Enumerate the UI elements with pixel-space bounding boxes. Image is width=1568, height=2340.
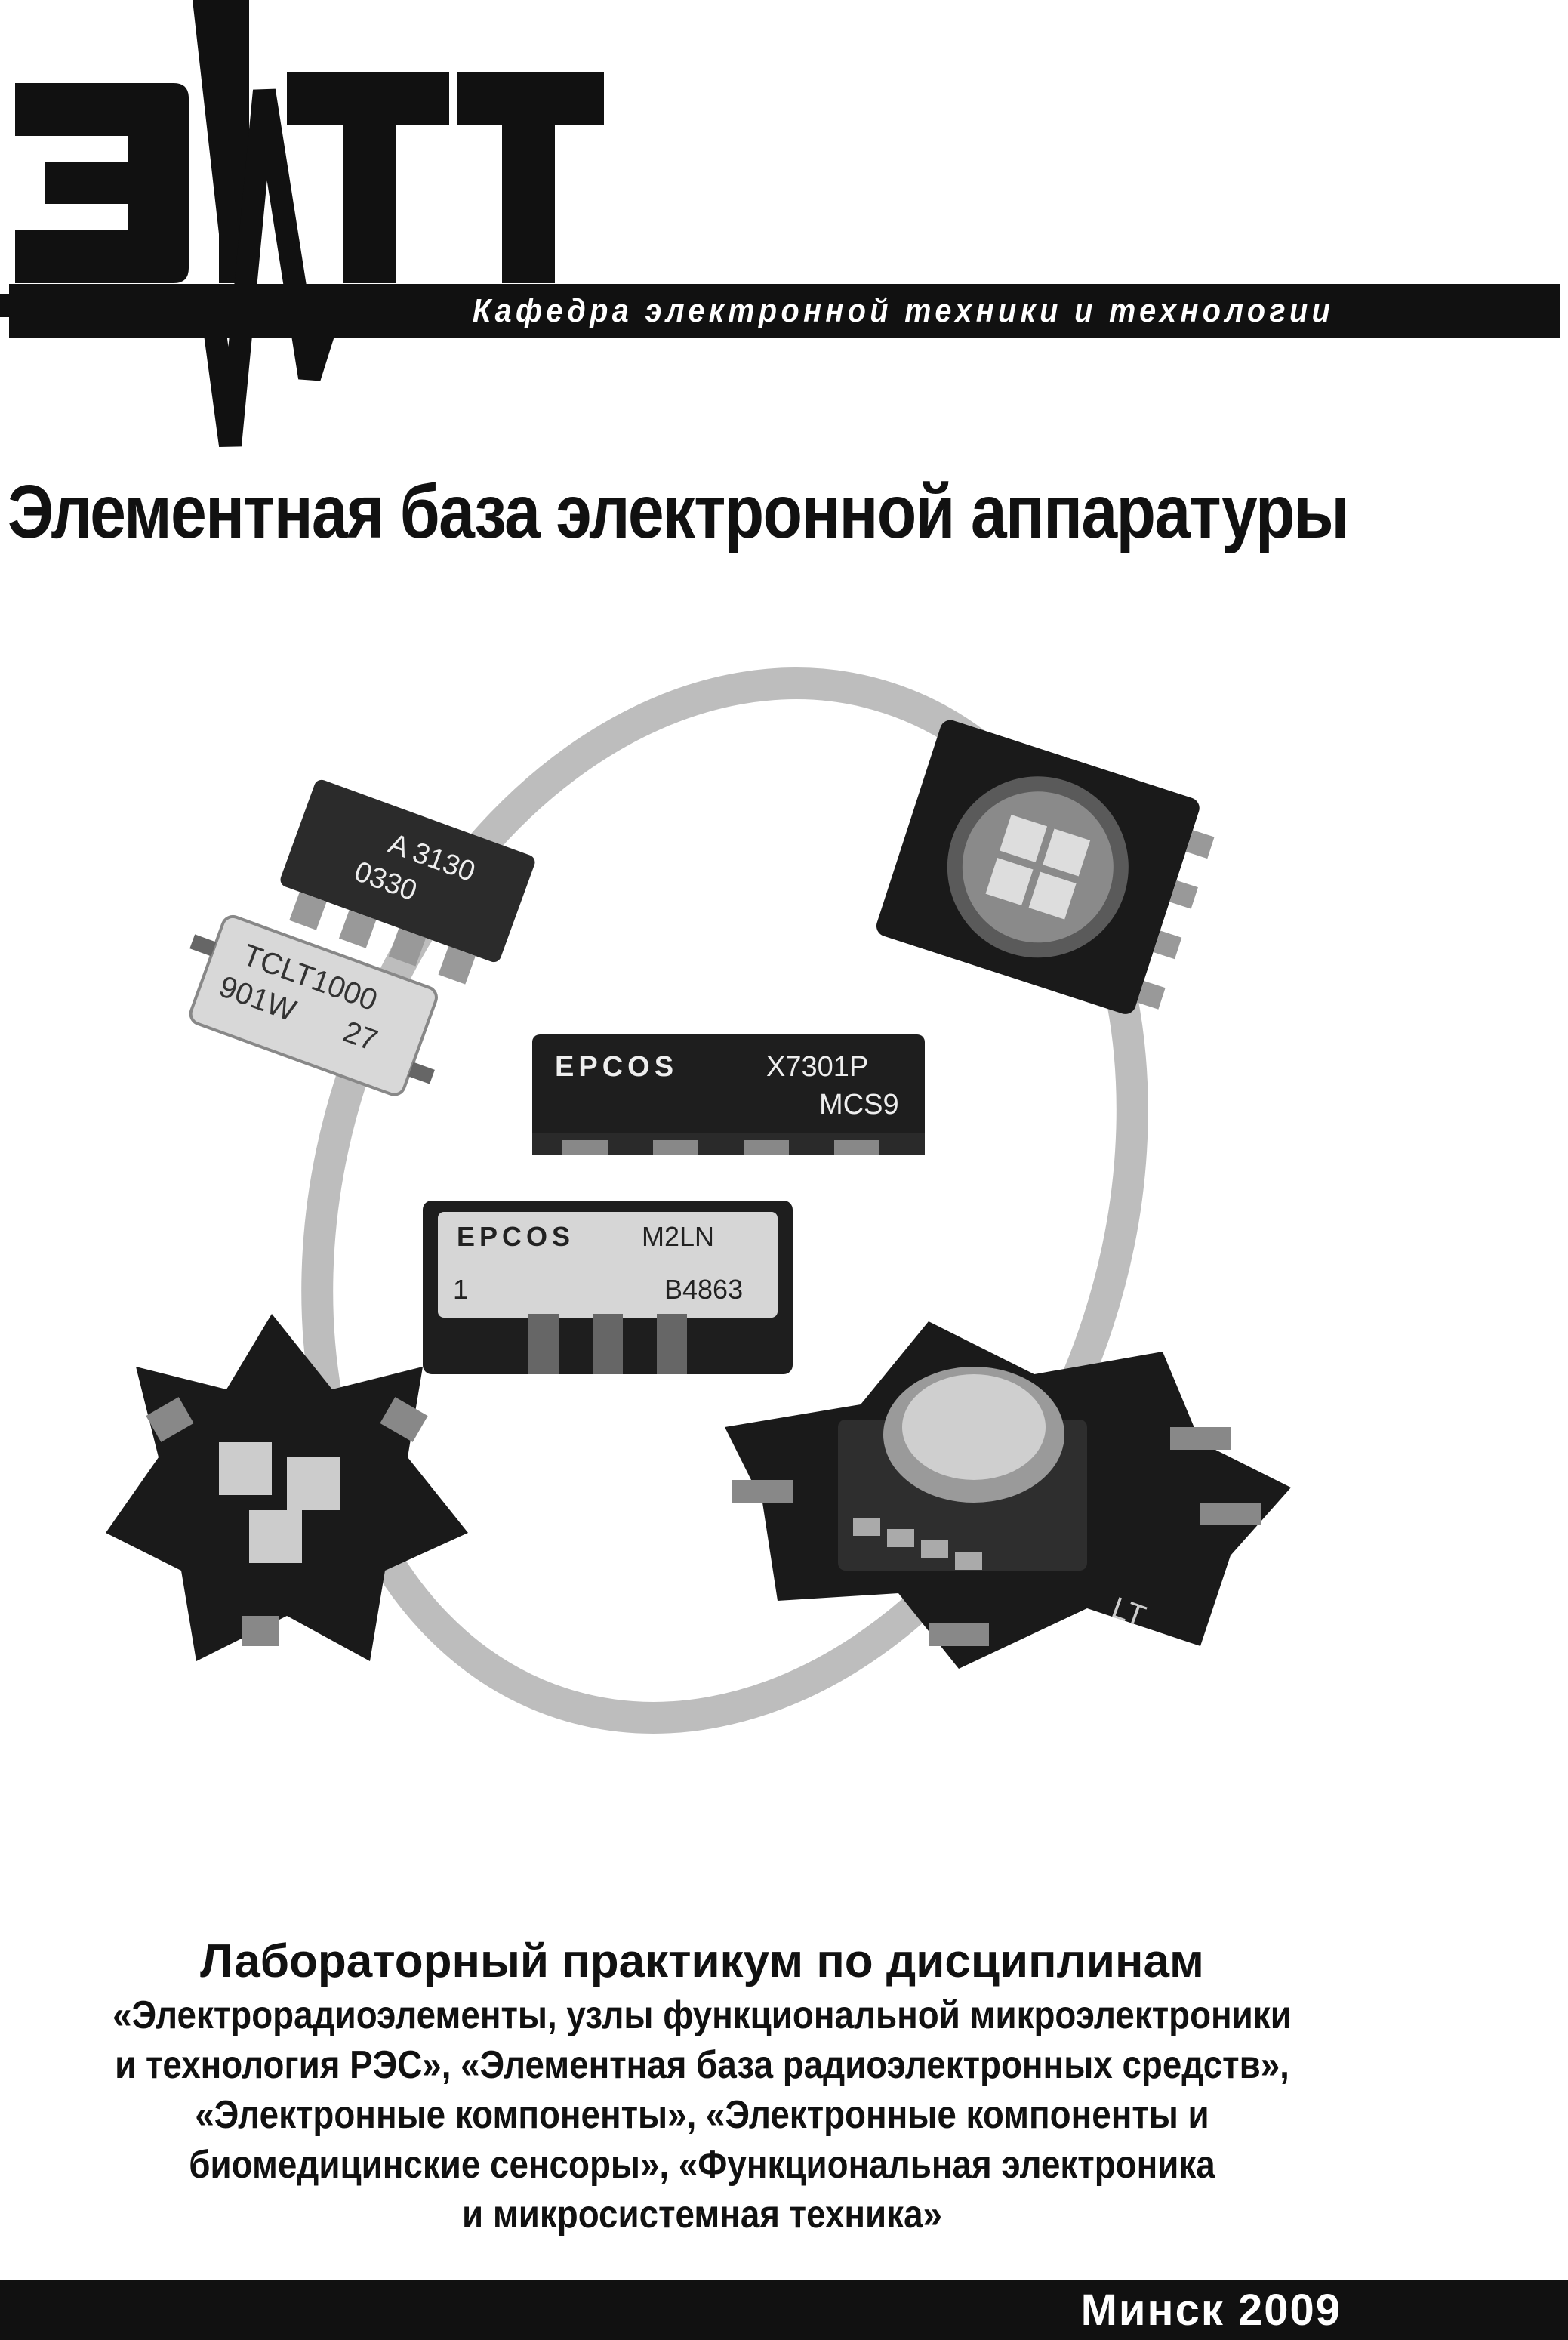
- epcos1-code: MCS9: [819, 1089, 899, 1121]
- chip-epcos-m2ln: EPCOS M2LN 1 B4863: [423, 1201, 793, 1374]
- epcos2-part: M2LN: [642, 1221, 714, 1252]
- footer-city-year: Минск 2009: [1080, 2285, 1342, 2335]
- star-led-board-left: [106, 1314, 468, 1661]
- epcos2-brand: EPCOS: [457, 1221, 575, 1252]
- logo-letter-t1: [287, 72, 449, 283]
- star-led-board-right: LT: [725, 1321, 1291, 1669]
- power-led-top: [876, 720, 1215, 1014]
- subtitle-line-5: биомедицинские сенсоры», «Функциональная…: [189, 2143, 1215, 2187]
- epcos1-brand: EPCOS: [555, 1051, 678, 1083]
- department-name: Кафедра электронной техники и технологии: [472, 292, 1334, 329]
- page-title: Элементная база электронной аппаратуры: [8, 470, 1349, 554]
- subtitle-line-6: и микросистемная техника»: [462, 2193, 942, 2237]
- logo-letter-l: [193, 0, 249, 283]
- epcos1-part: X7301P: [766, 1051, 868, 1083]
- logo-letter-e: [15, 83, 189, 283]
- subtitle-block: Лабораторный практикум по дисциплинам «Э…: [15, 1933, 1389, 2240]
- epcos2-code: B4863: [664, 1274, 743, 1305]
- logo-letter-t2: [457, 72, 604, 283]
- department-banner: Кафедра электронной техники и технологии: [9, 284, 1560, 338]
- component-illustration: A 3130 0330 TCLT1000 901W 27 EPCOS X7301…: [106, 667, 1291, 1734]
- footer-banner: Минск 2009: [0, 2280, 1568, 2340]
- logo-graphic: [0, 0, 604, 448]
- chip-a3130: A 3130 0330: [280, 779, 535, 985]
- subtitle-line-2: «Электрорадиоэлементы, узлы функциональн…: [112, 1993, 1292, 2037]
- subtitle-line-1: Лабораторный практикум по дисциплинам: [200, 1935, 1204, 1987]
- subtitle-line-3: и технология РЭС», «Элементная база ради…: [115, 2043, 1289, 2087]
- subtitle-line-4: «Электронные компоненты», «Электронные к…: [195, 2093, 1209, 2137]
- epcos2-pin: 1: [453, 1274, 468, 1305]
- logo: [0, 0, 1568, 453]
- chip-epcos-x7301p: EPCOS X7301P MCS9: [532, 1034, 925, 1155]
- chip-tclt1000: TCLT1000 901W 27: [189, 914, 438, 1096]
